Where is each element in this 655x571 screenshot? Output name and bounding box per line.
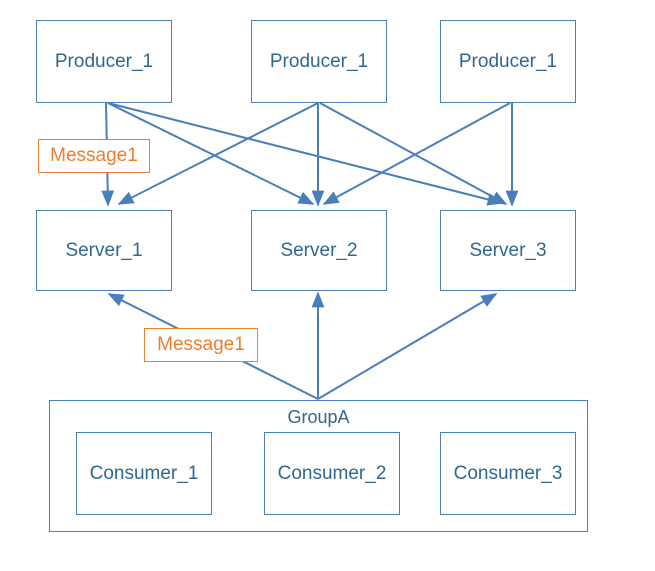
server-box-1[interactable]: Server_1 [36,210,172,291]
producer-box-3[interactable]: Producer_1 [440,20,576,103]
consumer-label-2: Consumer_2 [277,463,387,484]
server-label-3: Server_3 [469,240,547,261]
consumer-box-2[interactable]: Consumer_2 [264,432,400,515]
consumer-label-1: Consumer_1 [89,463,199,484]
consumer-box-1[interactable]: Consumer_1 [76,432,212,515]
producer-label-2: Producer_1 [269,51,369,72]
consumer-label-3: Consumer_3 [453,463,563,484]
server-box-2[interactable]: Server_2 [251,210,387,291]
message-tag-consume[interactable]: Message1 [144,328,258,362]
producer-box-1[interactable]: Producer_1 [36,20,172,103]
consumer-group-box[interactable]: GroupA [49,400,588,532]
message-tag-produce-label: Message1 [50,145,138,166]
edge-producer3-server2 [322,102,511,205]
producer-label-1: Producer_1 [54,51,154,72]
edge-producer2-server3 [319,102,508,205]
edge-groupa-server3 [317,293,498,400]
producer-box-2[interactable]: Producer_1 [251,20,387,103]
message-tag-produce[interactable]: Message1 [38,139,150,173]
producer-to-server-edges [101,102,519,207]
server-label-1: Server_1 [65,240,143,261]
edge-producer1-server3 [107,102,504,206]
server-label-2: Server_2 [280,240,358,261]
message-tag-consume-label: Message1 [157,334,245,355]
consumer-box-3[interactable]: Consumer_3 [440,432,576,515]
server-box-3[interactable]: Server_3 [440,210,576,291]
producer-label-3: Producer_1 [458,51,558,72]
consumer-group-title: GroupA [287,407,350,427]
